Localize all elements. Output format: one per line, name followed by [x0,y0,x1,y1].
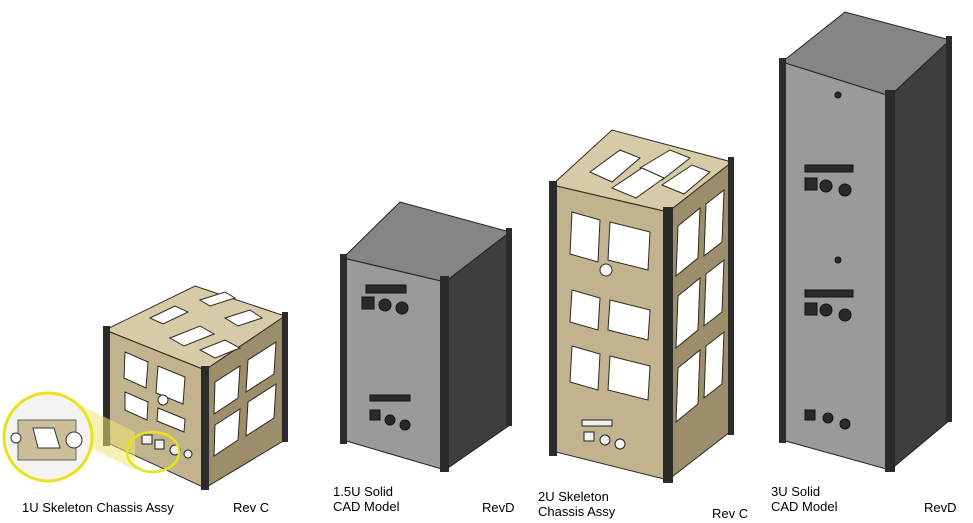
15u-front-details [361,284,411,431]
2u-port-panel [581,419,626,450]
caption-1u-rev: Rev C [233,500,270,515]
caption-3u-name: 3U Solid CAD Model [771,484,838,514]
caption-1u-name: 1U Skeleton Chassis Assy [22,500,174,515]
caption-15u-rev: RevD [482,500,515,515]
model-2u-skeleton-chassis [549,129,734,483]
3u-front-face [781,61,891,471]
caption-2u-rev: Rev C [712,506,749,521]
1u-port-panel [141,434,193,459]
caption-2u-name: 2U Skeleton Chassis Assy [538,489,616,519]
model-3u-solid [779,11,952,472]
caption-15u-name: 1.5U Solid CAD Model [333,484,400,514]
3u-side-face [889,38,951,472]
model-15u-solid [340,201,512,472]
caption-3u-rev: RevD [924,500,957,515]
model-1u-skeleton-chassis [103,285,288,490]
magnifier-callout-icon [2,391,181,483]
3u-front-details [804,91,854,430]
